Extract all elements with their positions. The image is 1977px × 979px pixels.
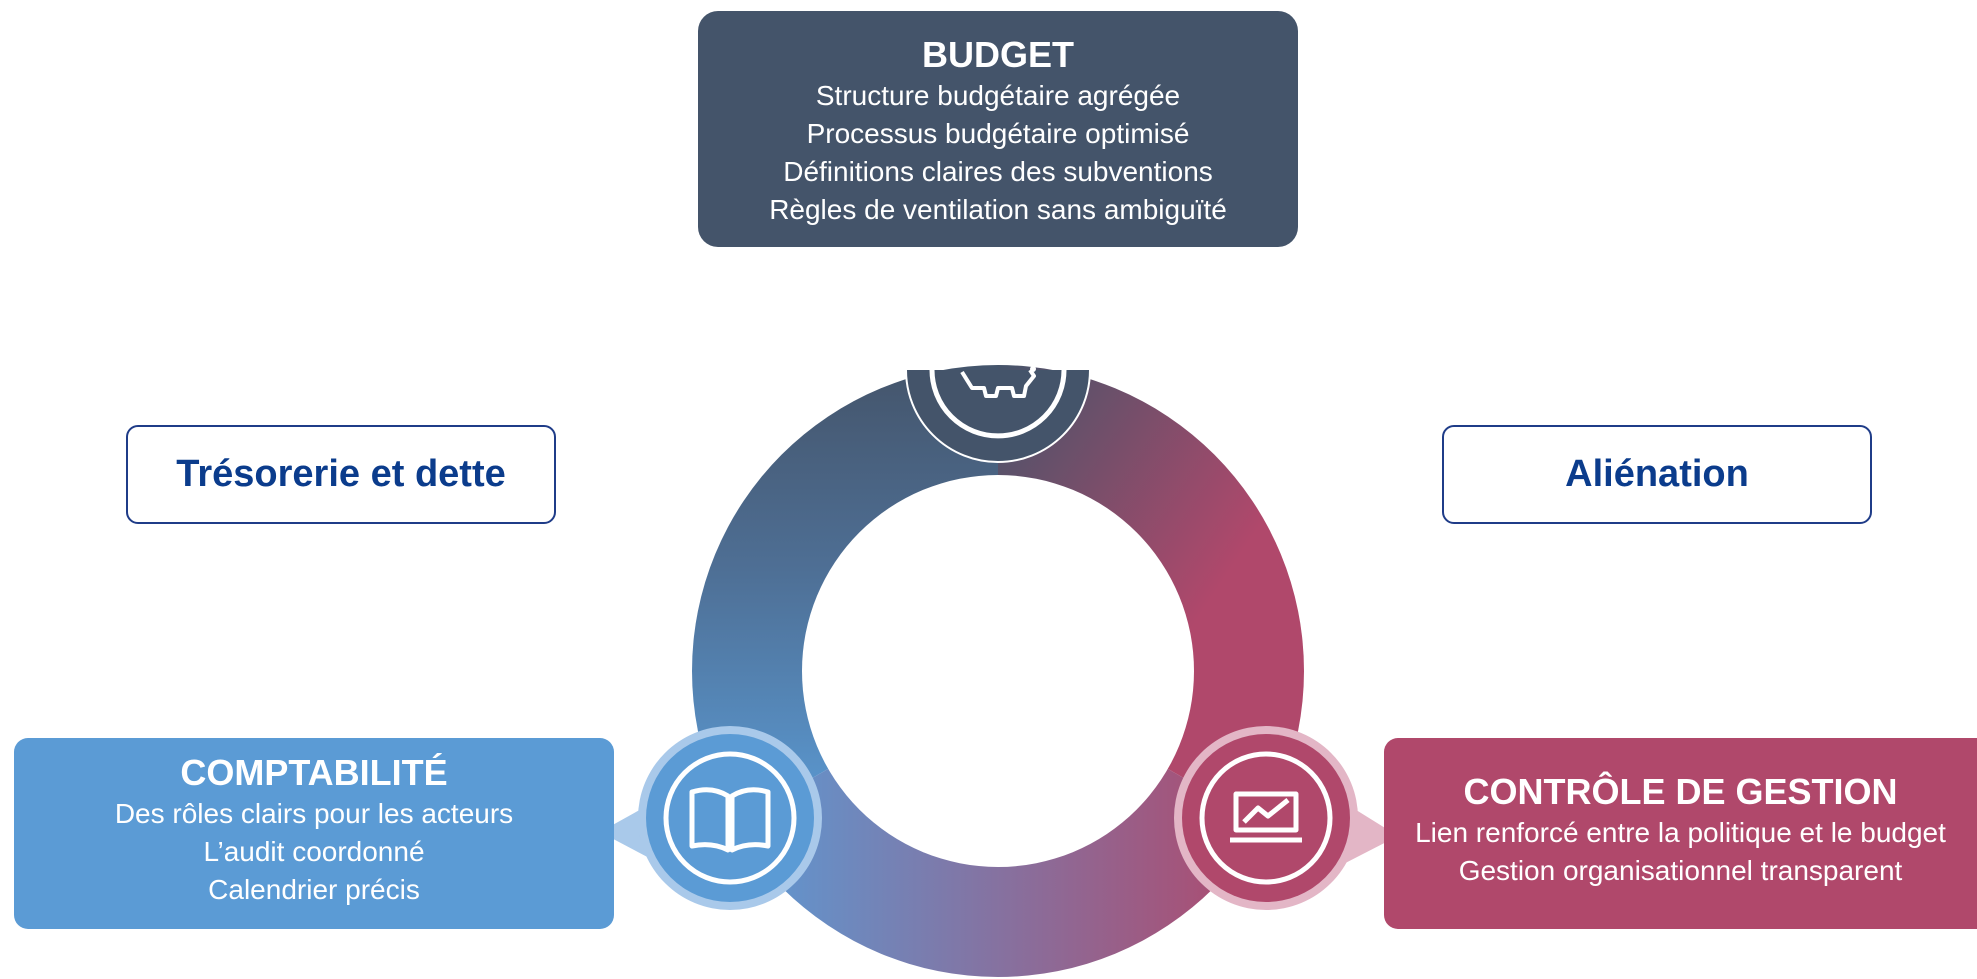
controle-badge bbox=[1174, 726, 1398, 910]
controle-panel: CONTRÔLE DE GESTION Lien renforcé entre … bbox=[1384, 738, 1977, 929]
tresorerie-label-box: Trésorerie et dette bbox=[126, 425, 556, 524]
alienation-label: Aliénation bbox=[1565, 453, 1749, 495]
comptabilite-panel: COMPTABILITÉ Des rôles clairs pour les a… bbox=[14, 738, 614, 929]
controle-line: Lien renforcé entre la politique et le b… bbox=[1415, 817, 1946, 848]
budget-panel: BUDGET Structure budgétaire agrégée Proc… bbox=[698, 11, 1298, 247]
budget-line: Définitions claires des subventions bbox=[783, 156, 1213, 187]
comptabilite-line: Des rôles clairs pour les acteurs bbox=[114, 798, 514, 829]
chart-monitor-icon bbox=[1230, 791, 1302, 843]
tresorerie-label: Trésorerie et dette bbox=[176, 453, 506, 495]
budget-line: Règles de ventilation sans ambiguïté bbox=[769, 194, 1227, 225]
budget-title: BUDGET bbox=[922, 34, 1074, 75]
budget-line: Processus budgétaire optimisé bbox=[806, 118, 1190, 149]
comptabilite-line: L’audit coordonné bbox=[203, 836, 425, 867]
controle-title: CONTRÔLE DE GESTION bbox=[1463, 771, 1898, 812]
budget-line: Structure budgétaire agrégée bbox=[815, 80, 1181, 111]
book-icon bbox=[689, 787, 771, 853]
ring-segment-right bbox=[998, 360, 1309, 826]
comptabilite-line: Calendrier précis bbox=[208, 874, 420, 905]
piggy-bank-icon bbox=[905, 366, 1091, 463]
ring-segment-bottom bbox=[729, 671, 1267, 979]
cycle-ring bbox=[687, 360, 1309, 979]
compta-badge bbox=[600, 726, 822, 910]
alienation-label-box: Aliénation bbox=[1442, 425, 1872, 524]
controle-line: Gestion organisationnel transparent bbox=[1458, 855, 1903, 886]
comptabilite-title: COMPTABILITÉ bbox=[180, 752, 448, 793]
ring-segment-left bbox=[687, 360, 998, 826]
